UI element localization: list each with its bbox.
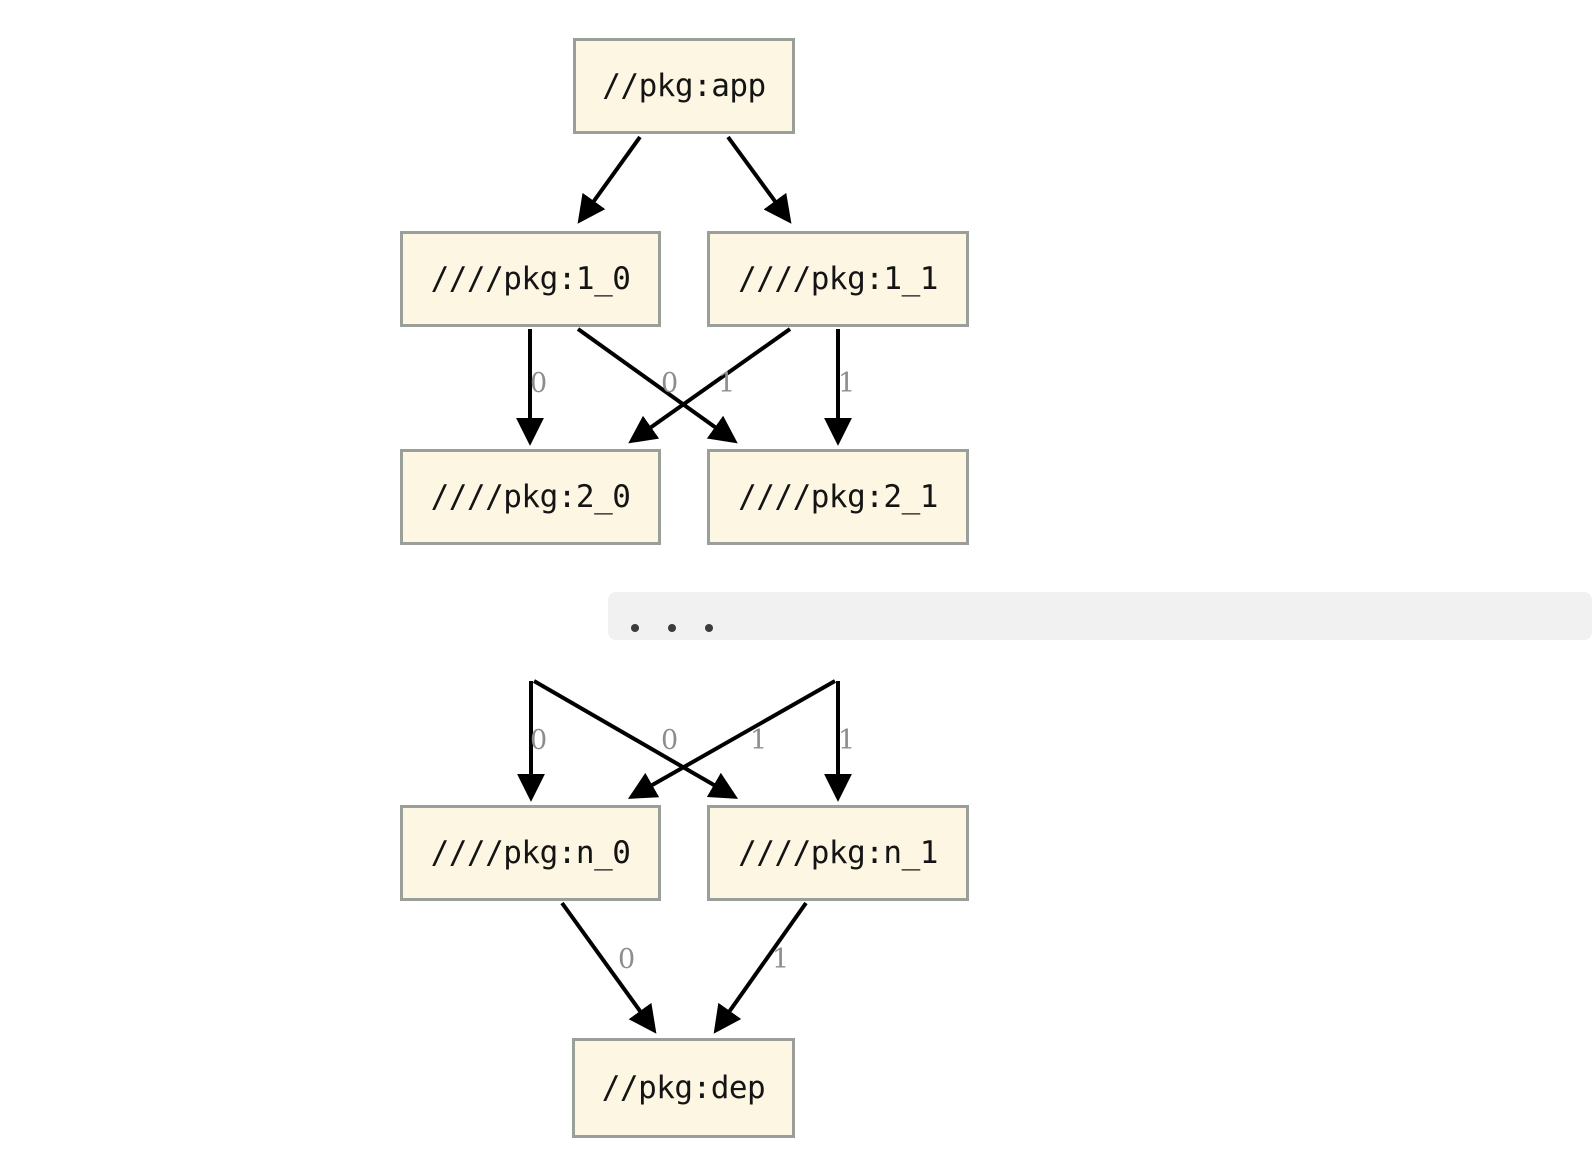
edge-upper-cross-to-n_0 <box>627 679 836 799</box>
node-pkg-2_0[interactable]: ////pkg:2_0 <box>400 449 661 545</box>
edge-n_0-to-dep <box>560 901 657 1034</box>
node-label-n_0: ////pkg:n_0 <box>430 835 631 871</box>
node-pkg-2_1[interactable]: ////pkg:2_1 <box>707 449 969 545</box>
node-label-1_0: ////pkg:1_0 <box>430 261 631 297</box>
node-pkg-n_0[interactable]: ////pkg:n_0 <box>400 805 661 901</box>
edge-label-1_0-2_0: 0 <box>530 368 548 399</box>
edge-app-to-1_1 <box>726 135 792 224</box>
ellipsis-band <box>608 592 1592 640</box>
edge-1_1-to-2_0 <box>628 327 792 444</box>
edge-label-upper-n_0-b: 1 <box>750 725 768 756</box>
edge-label-upper-n_1-b: 1 <box>838 725 856 756</box>
node-label-app: //pkg:app <box>602 68 766 104</box>
node-label-1_1: ////pkg:1_1 <box>738 261 938 297</box>
edge-upper-to-n_1 <box>532 679 739 799</box>
node-label-2_1: ////pkg:2_1 <box>738 479 938 515</box>
node-pkg-1_1[interactable]: ////pkg:1_1 <box>707 231 969 327</box>
ellipsis-dot-1 <box>631 624 639 632</box>
edge-label-upper-n_0-a: 0 <box>530 725 548 756</box>
ellipsis-dots <box>631 624 713 632</box>
ellipsis-dot-2 <box>668 624 676 632</box>
edge-n_1-to-dep <box>713 901 808 1034</box>
edge-label-1_1-2_0: 1 <box>718 368 736 399</box>
edge-label-1_0-2_1: 0 <box>661 368 679 399</box>
edge-label-upper-n_1-a: 0 <box>661 725 679 756</box>
edge-label-n_0-dep: 0 <box>618 944 636 975</box>
node-label-n_1: ////pkg:n_1 <box>738 835 938 871</box>
node-pkg-1_0[interactable]: ////pkg:1_0 <box>400 231 661 327</box>
node-pkg-dep[interactable]: //pkg:dep <box>572 1038 795 1138</box>
edge-label-n_1-dep: 1 <box>772 944 790 975</box>
edge-label-1_1-2_1: 1 <box>838 368 856 399</box>
edge-1_0-to-2_1 <box>576 327 738 444</box>
node-label-2_0: ////pkg:2_0 <box>430 479 631 515</box>
ellipsis-dot-3 <box>705 624 713 632</box>
edge-app-to-1_0 <box>577 135 642 224</box>
node-label-dep: //pkg:dep <box>601 1070 766 1106</box>
node-pkg-n_1[interactable]: ////pkg:n_1 <box>707 805 969 901</box>
node-pkg-app[interactable]: //pkg:app <box>573 38 795 134</box>
